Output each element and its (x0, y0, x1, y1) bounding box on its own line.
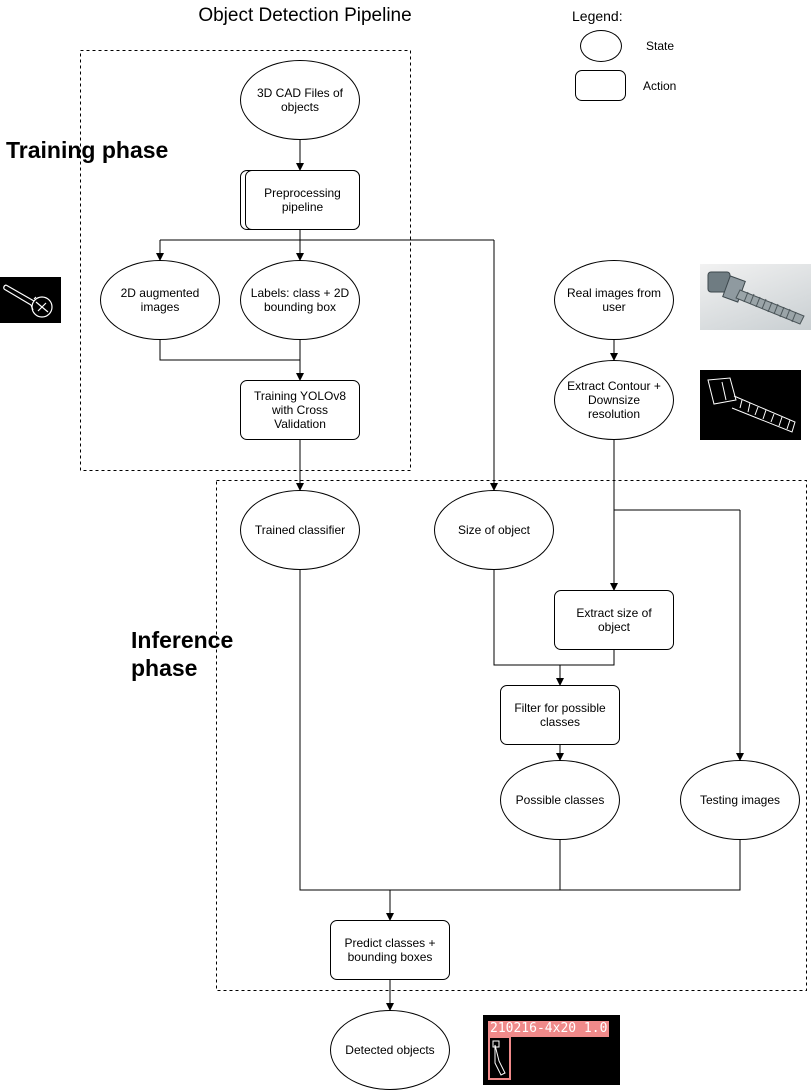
node-extract-contour: Extract Contour + Downsize resolution (554, 360, 674, 440)
node-augmented-images: 2D augmented images (100, 260, 220, 340)
node-trained-classifier: Trained classifier (240, 490, 360, 570)
detection-result-thumbnail: 210216-4x20 1.0 (483, 1015, 620, 1085)
node-detected-objects: Detected objects (330, 1010, 450, 1090)
node-testing-images: Testing images (680, 760, 800, 840)
node-real-images: Real images from user (554, 260, 674, 340)
line-classifier-down (299, 570, 741, 891)
node-size-of-object: Size of object (434, 490, 554, 570)
node-possible-classes: Possible classes (500, 760, 620, 840)
inference-phase-label-line2: phase (131, 655, 198, 681)
node-training-yolo: Training YOLOv8 with Cross Validation (240, 380, 360, 440)
legend-action-shape (575, 70, 626, 101)
node-predict: Predict classes + bounding boxes (330, 920, 450, 980)
inference-phase-frame (216, 480, 807, 991)
detection-label: 210216-4x20 1.0 (488, 1021, 610, 1037)
contour-thumbnail (700, 370, 801, 440)
line-augmented-merge (159, 340, 300, 361)
node-extract-size: Extract size of object (554, 590, 674, 650)
legend-title: Legend: (572, 8, 623, 24)
legend-state-label: State (646, 39, 675, 53)
training-phase-frame (80, 50, 411, 471)
legend-action-label: Action (643, 79, 677, 93)
real-bolt-photo-thumbnail (700, 264, 811, 330)
line-size-down (493, 570, 615, 666)
legend-state-shape (580, 30, 622, 62)
node-filter-classes: Filter for possible classes (500, 685, 620, 745)
node-cad-files: 3D CAD Files of objects (240, 60, 360, 140)
cad-render-thumbnail (0, 277, 61, 323)
diagram-title: Object Detection Pipeline (198, 5, 412, 26)
training-phase-label: Training phase (6, 137, 169, 163)
inference-phase-label-line1: Inference (131, 627, 234, 653)
node-preprocessing: Preprocessing pipeline (245, 170, 360, 230)
node-labels: Labels: class + 2D bounding box (240, 260, 360, 340)
